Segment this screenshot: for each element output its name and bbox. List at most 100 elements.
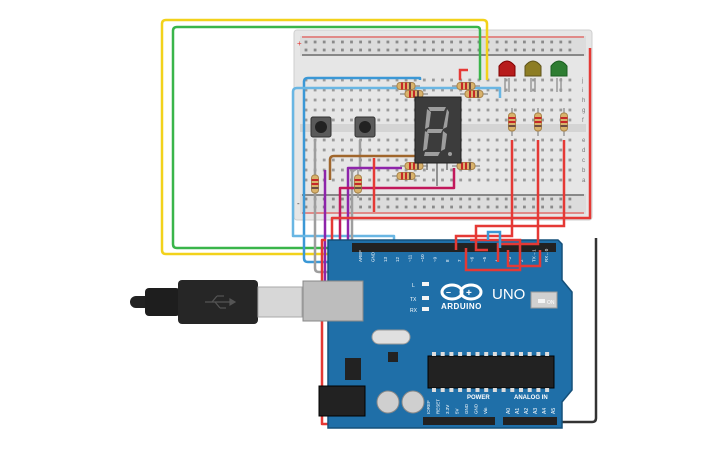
breadboard-hole (523, 138, 526, 142)
power-pin-label: 5V (455, 408, 460, 414)
led-yellow[interactable] (524, 60, 542, 92)
wire-black-gnd[interactable] (560, 238, 598, 424)
chip-pin (527, 388, 532, 392)
bottom-power-rail (300, 194, 586, 214)
breadboard-hole (568, 158, 572, 162)
wire-brown[interactable] (328, 154, 440, 180)
breadboard-hole (550, 108, 554, 112)
power-header-label: POWER (467, 395, 490, 401)
breadboard-hole (477, 98, 481, 102)
resistor-bottom-3[interactable] (452, 162, 480, 170)
breadboard-hole (477, 138, 481, 142)
chip-pin (510, 352, 515, 356)
breadboard-hole (486, 88, 490, 92)
breadboard-hole (304, 178, 308, 182)
breadboard-hole (304, 108, 308, 112)
breadboard-hole (313, 78, 317, 82)
analog-pin-label: A5 (551, 408, 557, 414)
digital-pin-label: 13 (383, 256, 388, 262)
breadboard-hole (532, 88, 535, 92)
resistor-top-3[interactable] (452, 82, 480, 90)
resistor-top-4[interactable] (460, 90, 488, 98)
breadboard-hole (559, 168, 563, 172)
breadboard-hole (413, 178, 417, 182)
rail-hole (477, 197, 481, 201)
resistor-top-2[interactable] (400, 90, 428, 98)
breadboard-hole (368, 98, 372, 102)
rail-hole (368, 40, 372, 44)
rail-hole (422, 197, 426, 201)
rail-hole (486, 205, 490, 209)
rail-hole (368, 197, 372, 201)
rail-hole (304, 40, 308, 44)
resistor-top-1[interactable] (392, 82, 420, 90)
wire-red-rail[interactable] (330, 48, 592, 250)
wire-red-led2[interactable] (496, 140, 540, 262)
chip-pins (432, 352, 550, 392)
digital-pin-label: GND (370, 251, 375, 262)
wire-red-led1[interactable] (454, 140, 514, 250)
usb-cable (130, 280, 303, 324)
breadboard-hole (322, 88, 326, 92)
wire-yellow[interactable] (160, 18, 489, 262)
resistor-button-2[interactable] (354, 170, 362, 198)
breadboard-hole (541, 148, 544, 152)
wire-red-loop[interactable] (464, 238, 522, 272)
resistor-led-2[interactable] (534, 108, 542, 136)
breadboard-hole (386, 178, 390, 182)
breadboard-hole (432, 78, 435, 82)
breadboard-hole (477, 118, 481, 122)
tx-label: TX (410, 297, 417, 303)
rail-hole (313, 48, 317, 52)
breadboard-hole (523, 148, 526, 152)
breadboard-hole (568, 178, 572, 182)
rail-hole (432, 40, 435, 44)
breadboard-hole (504, 108, 508, 112)
rail-hole (441, 48, 444, 52)
resistor-led-1[interactable] (508, 108, 516, 136)
rail-hole (486, 197, 490, 201)
rail-hole (413, 48, 417, 52)
row-letter-g: g (582, 108, 585, 114)
wire-red-d2[interactable] (506, 250, 542, 268)
led-green[interactable] (550, 60, 568, 92)
row-letters: j i h g f e d c b a (581, 78, 586, 184)
resistor-group (311, 82, 568, 198)
breadboard-hole (422, 168, 426, 172)
breadboard-hole (495, 118, 499, 122)
breadboard-hole (504, 88, 508, 92)
rail-hole (377, 197, 381, 201)
breadboard-hole (450, 88, 453, 92)
breadboard-hole (404, 78, 408, 82)
breadboard-hole (422, 178, 426, 182)
chip-pin (510, 388, 515, 392)
push-button-1[interactable] (310, 116, 332, 138)
row-letter-i: i (582, 88, 583, 94)
resistor-bottom-2[interactable] (392, 172, 420, 180)
digital-pin-label: 7 (457, 259, 462, 262)
chip-pin (545, 388, 550, 392)
resistor-bottom-1[interactable] (400, 162, 428, 170)
wire-blue-1[interactable] (302, 76, 422, 264)
digital-pin-label: ~5 (482, 256, 487, 262)
push-button-2[interactable] (354, 116, 376, 138)
wire-blue-2[interactable] (291, 86, 502, 262)
resistor-button-1[interactable] (311, 170, 319, 198)
led-red[interactable] (498, 60, 516, 92)
wire-blue-short[interactable] (486, 230, 502, 248)
wire-red-led3[interactable] (474, 140, 566, 252)
digital-pin-label: 2 (519, 259, 524, 262)
wire-gray-1[interactable] (313, 140, 419, 274)
breadboard-hole (331, 138, 335, 142)
breadboard-hole (341, 98, 344, 102)
breadboard-hole (322, 108, 326, 112)
wire-red-led-top[interactable] (458, 68, 468, 80)
breadboard-hole (568, 98, 572, 102)
resistor-led-3[interactable] (560, 108, 568, 136)
rail-plus-label: + (297, 39, 302, 48)
rail-hole (432, 48, 435, 52)
breadboard-hole (386, 148, 390, 152)
rail-hole (568, 48, 572, 52)
breadboard-hole (350, 118, 353, 122)
wire-green[interactable] (171, 25, 482, 250)
